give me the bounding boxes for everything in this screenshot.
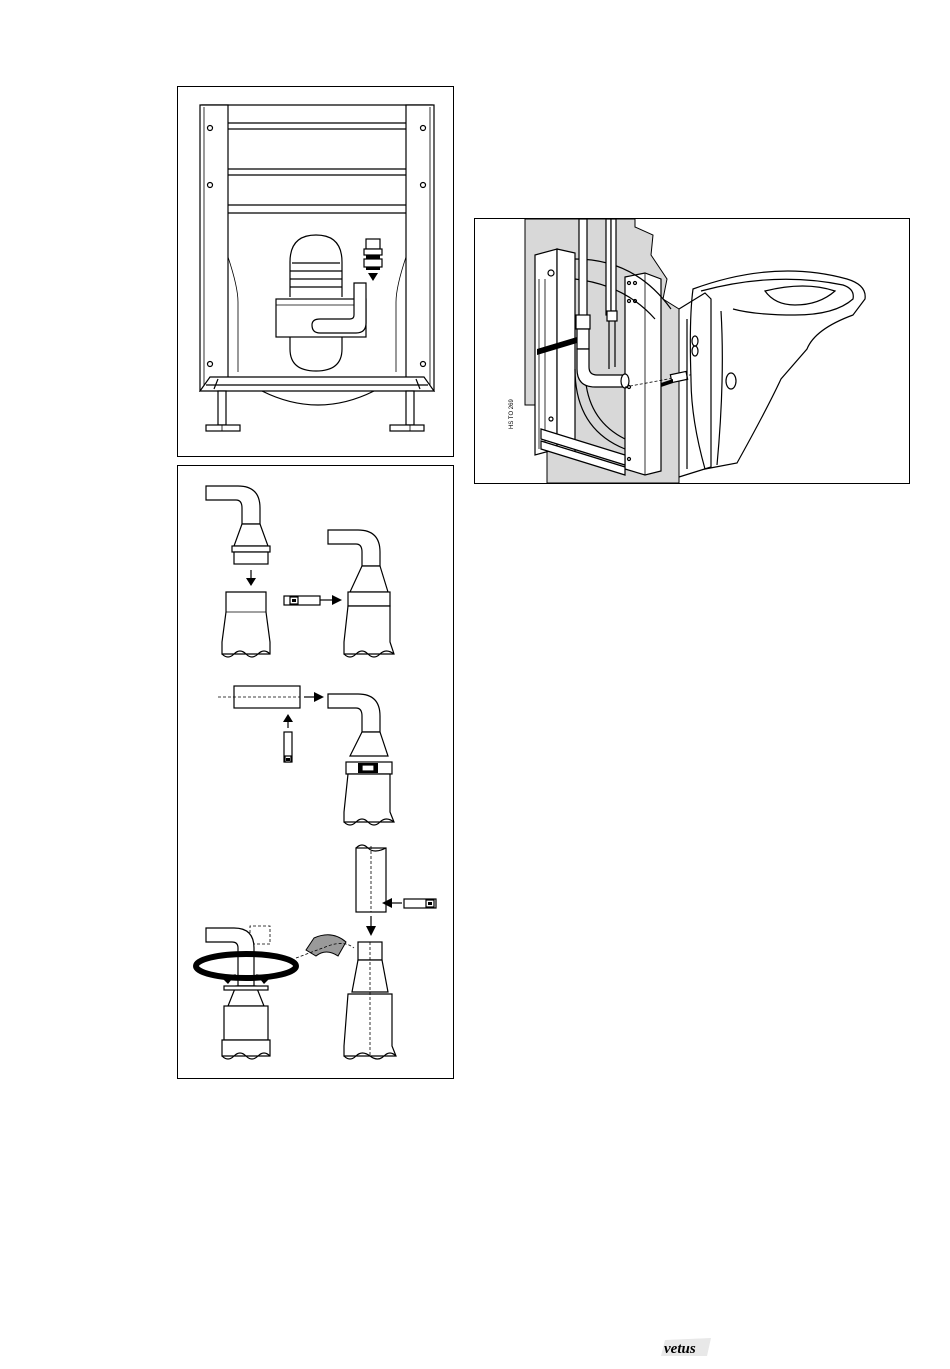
frame-figure <box>177 86 454 457</box>
step-3-rotate <box>196 926 296 1059</box>
cut-elbow <box>296 935 354 958</box>
logo-text: vetus <box>664 1341 696 1357</box>
wall-frame-toilet-drawing-icon <box>178 87 453 456</box>
pipe-steps-figure <box>177 465 454 1079</box>
vetus-logo: vetus <box>661 1336 713 1358</box>
pipe-connection-steps-drawing-icon <box>178 466 453 1078</box>
step-2-pipe <box>218 686 324 762</box>
step-1-joined <box>284 530 394 657</box>
step-2-elbow <box>328 694 394 825</box>
drawing-code-label: HS TO 269 <box>509 399 515 429</box>
step-3-straight <box>344 845 436 1059</box>
toilet-installation-drawing-icon: HS TO 269 <box>475 219 909 483</box>
step-1-elbow <box>206 486 270 657</box>
vetus-logo-icon: vetus <box>661 1336 713 1358</box>
installation-figure: HS TO 269 <box>474 218 910 484</box>
